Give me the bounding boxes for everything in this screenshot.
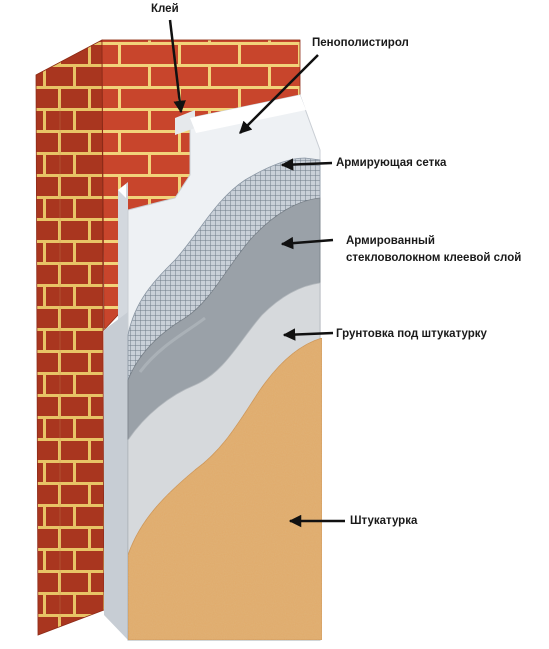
arrow-adhesive <box>280 236 334 250</box>
label-adhesive-line2: стекловолокном клеевой слой <box>346 252 522 264</box>
plaster-layer <box>127 337 323 641</box>
label-primer: Грунтовка под штукатурку <box>336 328 487 340</box>
label-foam: Пенополистирол <box>312 37 409 49</box>
arrow-glue <box>168 19 186 114</box>
label-adhesive-line1: Армированный <box>346 235 435 247</box>
label-glue: Клей <box>151 3 179 15</box>
leader-arrows <box>168 19 345 528</box>
arrow-primer <box>282 328 334 341</box>
arrow-mesh <box>280 158 333 171</box>
brick-wall-front <box>35 39 105 636</box>
label-plaster: Штукатурка <box>350 515 418 527</box>
label-mesh: Армирующая сетка <box>336 157 447 169</box>
arrow-foam <box>239 54 319 134</box>
